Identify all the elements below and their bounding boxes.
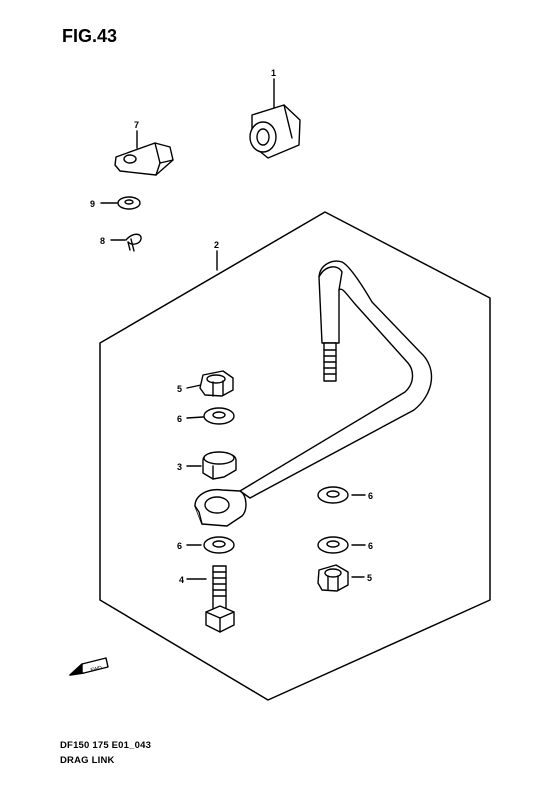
callout-4: 4 xyxy=(179,575,184,585)
leader-6a xyxy=(186,416,204,419)
fwd-label: FWD xyxy=(90,665,103,674)
figure-title: FIG.43 xyxy=(62,26,118,46)
callout-6-lower-left: 6 xyxy=(177,541,182,551)
part-6-washer-right-lower xyxy=(317,536,349,554)
part-5-nut-upper xyxy=(199,370,234,397)
assembly-boundary xyxy=(99,211,491,701)
part-5-nut-lower xyxy=(317,564,349,592)
callout-7: 7 xyxy=(134,120,139,130)
part-6-washer-right-upper xyxy=(317,486,349,504)
part-1-bushing xyxy=(249,104,301,159)
part-8-cotter-pin xyxy=(125,233,142,252)
callout-3: 3 xyxy=(177,462,182,472)
callout-8: 8 xyxy=(100,236,105,246)
leader-5a xyxy=(186,384,202,389)
callout-6-upper: 6 xyxy=(177,414,182,424)
callout-6-right-lower: 6 xyxy=(368,541,373,551)
figure-name: DRAG LINK xyxy=(60,755,115,766)
callout-6-right-upper: 6 xyxy=(368,491,373,501)
callout-1: 1 xyxy=(271,68,276,78)
part-4-bolt xyxy=(205,565,235,633)
callout-5-upper: 5 xyxy=(177,384,182,394)
part-9-washer xyxy=(117,196,141,210)
figure-code: DF150 175 E01_043 xyxy=(60,740,152,751)
part-3-bushing xyxy=(202,451,237,480)
part-7-connector xyxy=(114,142,174,176)
part-6-washer-upper xyxy=(203,407,235,425)
part-6-washer-lower-left xyxy=(203,536,235,554)
callout-9: 9 xyxy=(90,199,95,209)
fwd-arrow-icon xyxy=(69,657,109,676)
callout-5-lower: 5 xyxy=(367,573,372,583)
callout-2: 2 xyxy=(214,240,219,250)
part-2-drag-link-rod xyxy=(194,260,433,527)
